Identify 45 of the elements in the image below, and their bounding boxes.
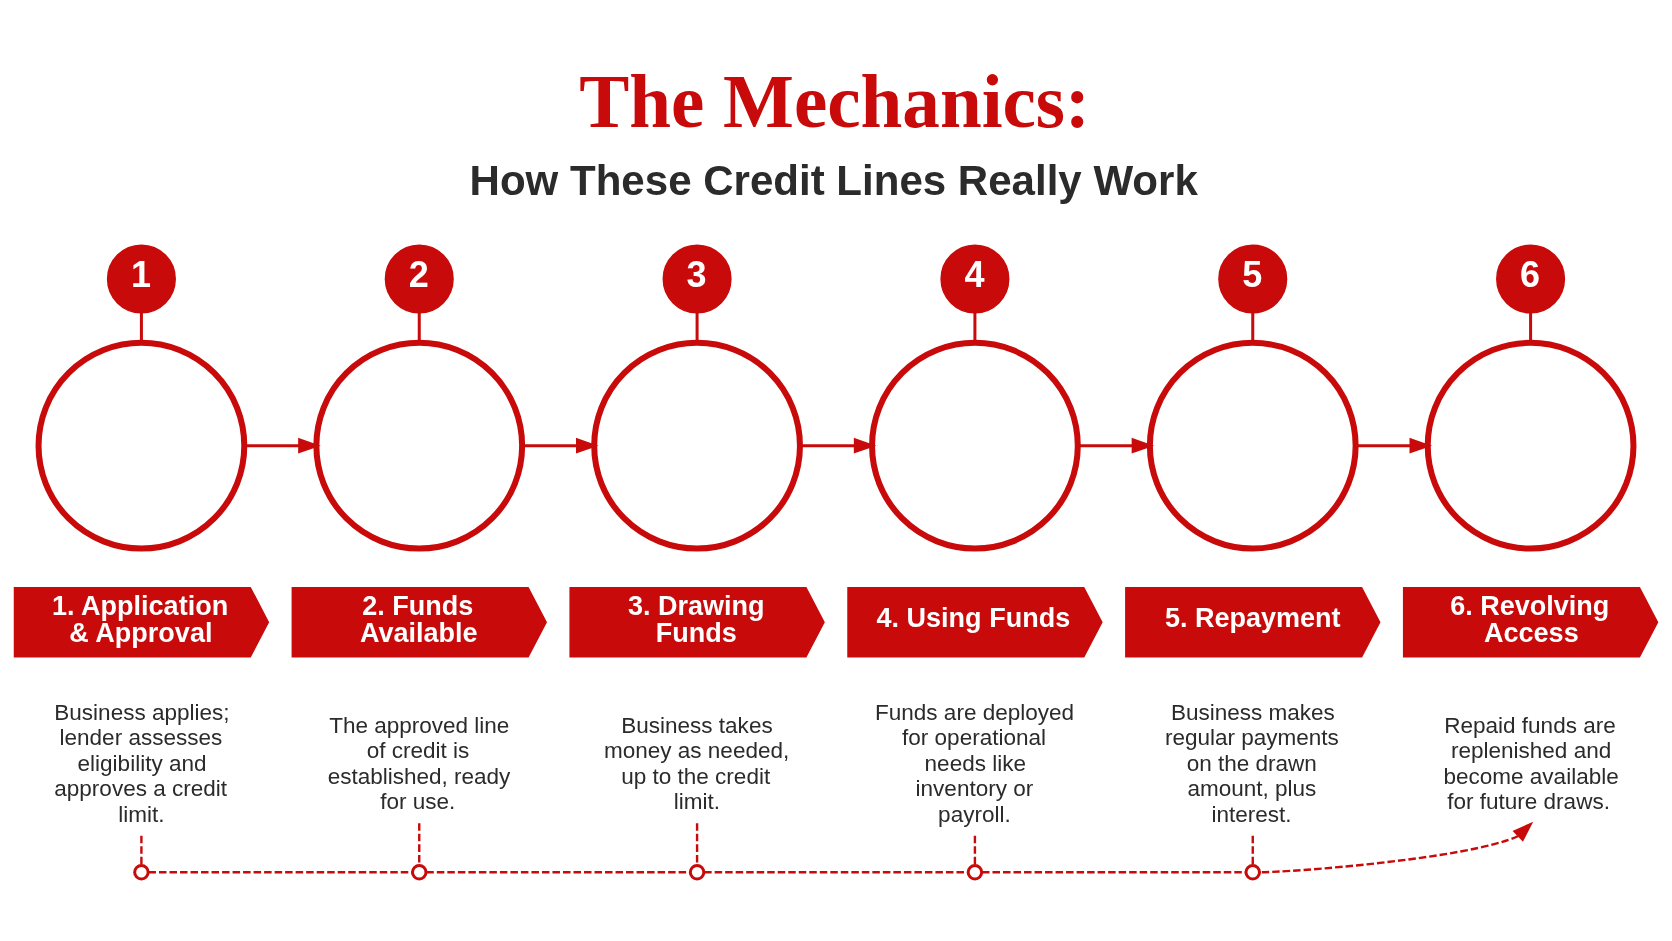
arrow: [1078, 437, 1155, 454]
arrow: [1261, 821, 1534, 874]
connector: [417, 312, 421, 343]
node-circle: 3: [662, 244, 732, 314]
node-circle: [1244, 864, 1261, 881]
node-text: The approved line of credit is established, ready for use.: [327, 712, 511, 815]
arrow: [1355, 437, 1433, 454]
node-circle: [313, 339, 526, 552]
connector: [704, 871, 969, 874]
node-circle: [688, 864, 706, 881]
connector: [1251, 835, 1254, 866]
node-circle: [35, 339, 248, 552]
connector: [973, 312, 977, 343]
connector: [140, 835, 143, 866]
connector: [1529, 312, 1533, 343]
arrow: [800, 437, 877, 454]
node-circle: [411, 864, 428, 881]
node-circle: 1: [106, 244, 176, 314]
connector: [1251, 312, 1255, 343]
node-circle: [869, 339, 1081, 552]
node-circle: [133, 864, 150, 881]
node-circle: 2: [384, 244, 454, 314]
arrow: [244, 437, 321, 454]
node-text: Business makes regular payments on the drawn amount, plus interest.: [1164, 699, 1339, 827]
connector: [139, 312, 143, 343]
connector: [982, 871, 1246, 874]
node-circle: 6: [1496, 244, 1566, 314]
node-circle: [1424, 339, 1637, 552]
connector: [695, 823, 699, 866]
connector: [695, 312, 699, 343]
diagram-title: The Mechanics:: [579, 59, 1091, 143]
node-circle: [1146, 339, 1359, 552]
node-circle: 4: [940, 244, 1010, 314]
connector: [973, 835, 977, 866]
node-circle: [966, 864, 984, 881]
node-circle: 5: [1218, 244, 1288, 314]
node-text: Business takes money as needed, up to the credit limit.: [603, 712, 790, 815]
node-circle: [591, 339, 803, 552]
connector: [418, 823, 421, 866]
node-text: Funds are deployed for operational needs like inventory or payroll.: [875, 699, 1075, 827]
label: How These Credit Lines Really Work: [469, 156, 1198, 204]
node-text: Business applies; lender assesses eligibility and approves a credit limit.: [54, 699, 230, 827]
node-text: Repaid funds are replenished and become available for future draws.: [1443, 712, 1619, 815]
connector: [148, 871, 413, 874]
arrow: [522, 437, 599, 454]
